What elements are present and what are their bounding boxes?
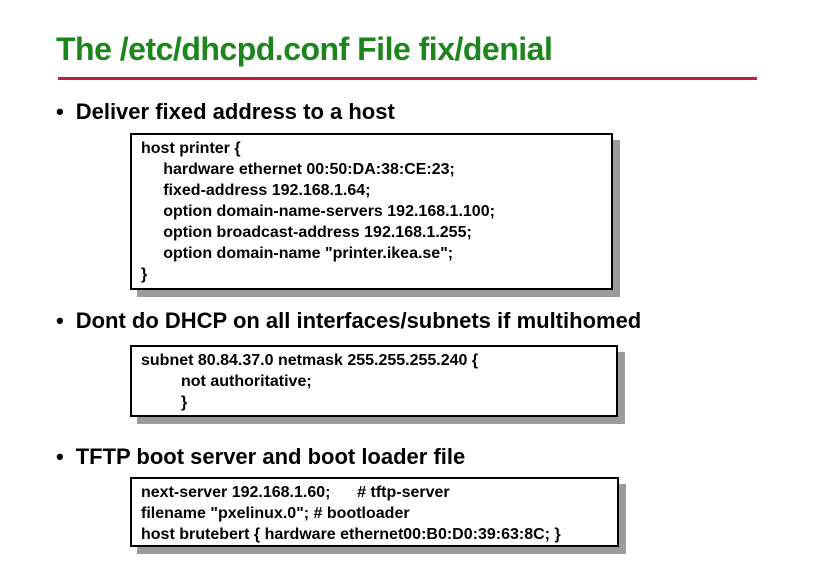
bullet-item-dhcp-denial: • Dont do DHCP on all interfaces/subnets… — [56, 308, 641, 333]
bullet-icon: • — [56, 444, 64, 469]
bullet-icon: • — [56, 308, 64, 333]
code-line: subnet 80.84.37.0 netmask 255.255.255.24… — [141, 352, 479, 369]
code-line: fixed-address 192.168.1.64; — [141, 182, 371, 199]
bullet-label: Deliver fixed address to a host — [75, 99, 395, 124]
code-line: host brutebert { hardware ethernet00:B0:… — [141, 526, 561, 543]
code-box-subnet-denial: subnet 80.84.37.0 netmask 255.255.255.24… — [130, 345, 618, 417]
bullet-item-tftp-boot: • TFTP boot server and boot loader file — [56, 444, 465, 469]
code-line: filename "pxelinux.0"; # bootloader — [141, 505, 410, 522]
code-line: option domain-name "printer.ikea.se"; — [141, 245, 454, 262]
code-line: host printer { — [141, 140, 241, 157]
code-line: not authoritative; — [141, 373, 312, 390]
code-box-host-printer: host printer { hardware ethernet 00:50:D… — [130, 133, 613, 290]
bullet-icon: • — [56, 99, 64, 124]
bullet-item-fixed-address: • Deliver fixed address to a host — [56, 99, 395, 124]
bullet-label: Dont do DHCP on all interfaces/subnets i… — [75, 308, 642, 333]
page-title: The /etc/dhcpd.conf File fix/denial — [56, 31, 553, 67]
title-divider — [58, 77, 757, 80]
code-line: option domain-name-servers 192.168.1.100… — [141, 203, 495, 220]
code-line: } — [141, 266, 148, 283]
code-line: next-server 192.168.1.60; # tftp-server — [141, 484, 450, 501]
code-line: hardware ethernet 00:50:DA:38:CE:23; — [141, 161, 455, 178]
code-line: } — [141, 394, 188, 411]
code-box-tftp-boot: next-server 192.168.1.60; # tftp-server f… — [130, 477, 619, 547]
code-line: option broadcast-address 192.168.1.255; — [141, 224, 472, 241]
bullet-label: TFTP boot server and boot loader file — [75, 444, 466, 469]
